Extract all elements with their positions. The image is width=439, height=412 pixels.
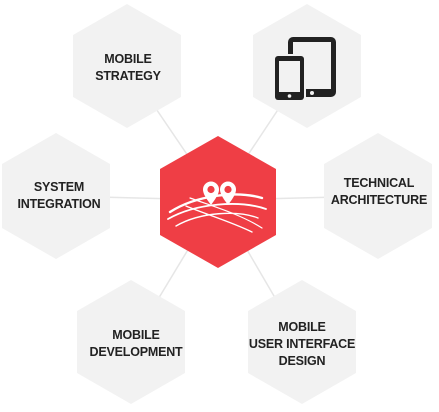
center-hexagon-shape (160, 136, 276, 268)
map-pins-icon (167, 181, 267, 233)
hex-devices (253, 4, 361, 128)
hexagon-shape (248, 280, 356, 404)
node-label-line: MOBILE (104, 52, 151, 66)
node-label-line: MOBILE (112, 328, 159, 342)
hex-technical-architecture: TECHNICAL ARCHITECTURE (324, 133, 432, 259)
hex-mobile-ui-design: MOBILE USER INTERFACE DESIGN (248, 280, 356, 404)
node-label-line: DEVELOPMENT (90, 345, 184, 359)
hexagon-shape (73, 4, 181, 128)
node-label-line: TECHNICAL (344, 176, 415, 190)
hex-mobile-development: MOBILE DEVELOPMENT (77, 280, 185, 404)
hexagon-shape (77, 280, 185, 404)
node-label-line: USER INTERFACE (249, 337, 355, 351)
node-label-line: MOBILE (278, 320, 325, 334)
tablet-phone-icon (273, 37, 336, 102)
hexagon-shape (324, 133, 432, 259)
node-label-line: INTEGRATION (18, 197, 101, 211)
node-label-line: DESIGN (279, 354, 326, 368)
node-label-line: ARCHITECTURE (331, 193, 427, 207)
hex-mobile-strategy: MOBILE STRATEGY (73, 4, 181, 128)
hex-center (160, 136, 276, 268)
node-label-line: SYSTEM (34, 180, 84, 194)
node-label-line: STRATEGY (95, 69, 161, 83)
hexagon-shape (2, 133, 110, 259)
hex-system-integration: SYSTEM INTEGRATION (2, 133, 110, 259)
